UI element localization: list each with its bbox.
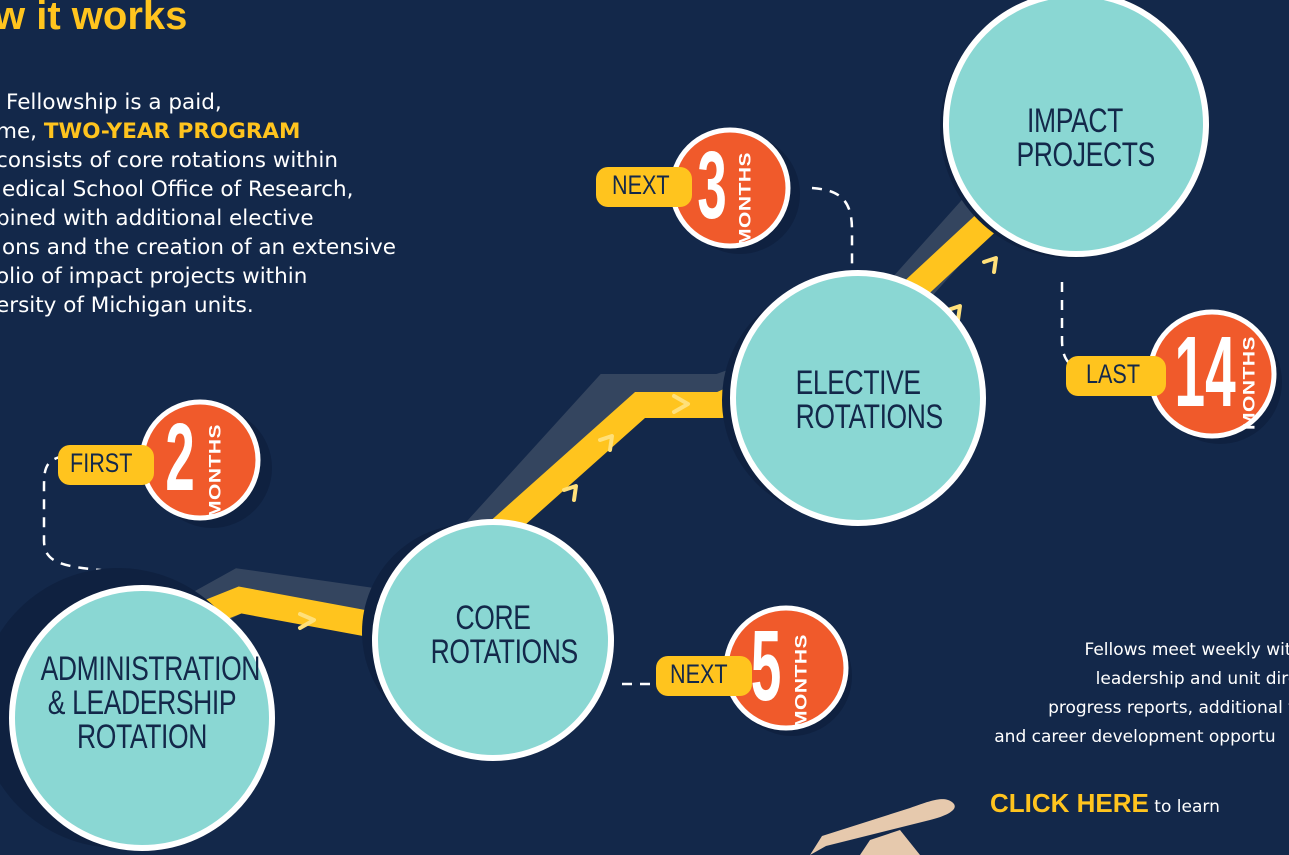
connector-first [42, 454, 142, 601]
duration-unit-elective-next: MONTHS [736, 152, 755, 246]
connector-last [1060, 282, 1093, 374]
duration-label-elective-next: NEXT [612, 170, 670, 200]
stage-circle-administration [9, 585, 275, 851]
note-line: progress reports, additional tr [1048, 698, 1289, 718]
cta-suffix: to learn [1148, 797, 1220, 817]
stage-label-impact: IMPACT PROJECTS [1016, 102, 1156, 174]
stage-label-administration: ADMINISTRATION & LEADERSHIP ROTATION [40, 650, 261, 756]
pointer-hand-icon [810, 799, 955, 855]
stage-circle-core [372, 519, 614, 761]
intro-line: ions and the creation of an extensive [0, 235, 396, 260]
path-arrow-icon [982, 256, 998, 274]
pill-last [1066, 356, 1166, 396]
stage-label-line: & LEADERSHIP [47, 684, 237, 722]
intro-line: bined with additional elective [0, 206, 314, 231]
call-to-action: CLICK HERE to learn [990, 788, 1220, 819]
stage-label-line: ELECTIVE [795, 364, 921, 402]
stage-circle-elective [730, 270, 986, 526]
click-here-link[interactable]: CLICK HERE [990, 788, 1149, 818]
duration-number-elective-next: 3 [697, 132, 727, 239]
stage-circle-impact [943, 0, 1209, 257]
intro-line: consists of core rotations within [0, 148, 338, 173]
badge-first [139, 399, 261, 521]
pointer-hand-icon [860, 830, 920, 855]
intro-paragraph: Fellowship is a paid, me, TWO-YEAR PROGR… [0, 88, 516, 320]
duration-number-first: 2 [165, 404, 195, 511]
path-arrow-icon [672, 394, 690, 414]
intro-text: me, [0, 119, 44, 144]
intro-line: me, TWO-YEAR PROGRAM [0, 117, 516, 146]
stage-label-elective: ELECTIVE ROTATIONS [795, 364, 944, 436]
path-arrow-icon [946, 304, 962, 322]
duration-number-core-next: 5 [750, 610, 782, 722]
stage-label-line: IMPACT [1027, 102, 1123, 140]
stage-label-line: CORE [455, 599, 531, 637]
page-title: w it works [0, 0, 188, 38]
pill-core-next [656, 656, 752, 696]
stage-label-line: PROJECTS [1016, 136, 1156, 174]
program-highlight: TWO-YEAR PROGRAM [43, 119, 301, 144]
note-line: Fellows meet weekly with pr [1084, 640, 1289, 660]
duration-unit-last: MONTHS [1240, 336, 1259, 430]
path-arrow-icon [562, 484, 578, 502]
duration-unit-core-next: MONTHS [792, 634, 811, 728]
stage-label-core: CORE ROTATIONS [430, 599, 579, 671]
duration-unit-first: MONTHS [206, 424, 225, 518]
stage-label-line: ROTATIONS [795, 398, 944, 436]
intro-line: ledical School Office of Research, [0, 177, 354, 202]
intro-line: ersity of Michigan units. [0, 293, 254, 318]
stage-label-line: ROTATION [77, 718, 207, 756]
stage-label-line: ADMINISTRATION [40, 650, 261, 688]
pill-first [58, 445, 154, 485]
pill-elective-next [596, 167, 692, 207]
connector-elective-next [811, 186, 854, 270]
stage-label-line: ROTATIONS [430, 633, 579, 671]
meeting-note: Fellows meet weekly with pr leadership a… [900, 636, 1289, 752]
intro-line: Fellowship is a paid, [6, 90, 222, 115]
duration-label-first: FIRST [70, 448, 133, 478]
note-line: leadership and unit direct [1095, 669, 1289, 689]
note-line: and career development opportu [994, 727, 1276, 747]
duration-number-last: 14 [1174, 316, 1236, 428]
duration-label-last: LAST [1086, 359, 1141, 389]
path-arrow-icon [298, 612, 316, 630]
path-arrow-icon [598, 434, 614, 452]
duration-label-core-next: NEXT [670, 659, 728, 689]
intro-line: olio of impact projects within [0, 264, 308, 289]
